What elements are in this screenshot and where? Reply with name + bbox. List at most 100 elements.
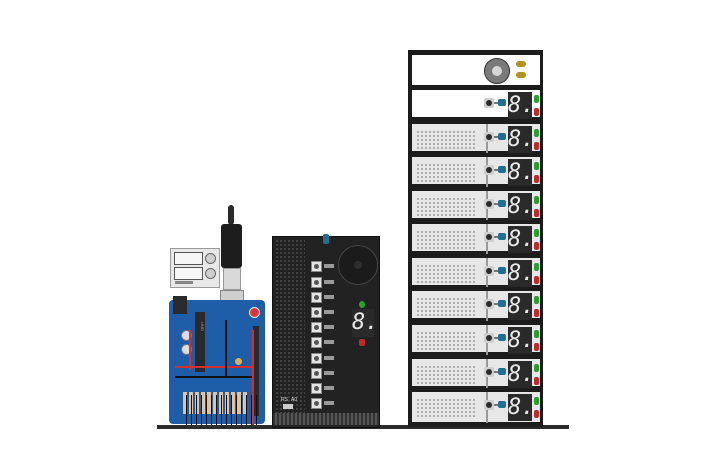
led-green — [359, 301, 365, 308]
push-button[interactable] — [484, 199, 494, 209]
seven-segment-display: 8. — [508, 159, 535, 186]
display-module[interactable]: 8. — [412, 321, 540, 356]
wire-red — [175, 366, 253, 368]
push-button[interactable] — [484, 266, 494, 276]
led-red — [534, 377, 539, 385]
chip — [195, 312, 205, 372]
push-button[interactable] — [484, 299, 494, 309]
connector-gold — [516, 61, 526, 67]
push-button[interactable] — [311, 368, 322, 379]
led-red — [534, 108, 539, 116]
footer-label-rs: RS — [281, 397, 288, 403]
usb-plug[interactable] — [221, 224, 242, 268]
led-green — [534, 330, 539, 338]
push-button[interactable] — [484, 367, 494, 377]
display-module[interactable]: 8. — [412, 388, 540, 423]
led-red — [534, 276, 539, 284]
power-jack — [173, 296, 187, 314]
led-green — [534, 229, 539, 237]
cap-top — [323, 234, 329, 244]
chip-label: UNO — [200, 322, 205, 331]
display-module[interactable]: 8. — [412, 254, 540, 289]
button-cap — [498, 200, 506, 207]
push-button[interactable] — [311, 277, 322, 288]
led-red — [534, 343, 539, 351]
button-cap — [498, 99, 506, 106]
wire-red — [252, 330, 254, 425]
display-module[interactable]: 8. — [412, 220, 540, 255]
wire-black — [175, 376, 253, 378]
lcd-screen-bottom — [174, 267, 203, 280]
push-button[interactable] — [311, 353, 322, 364]
push-button[interactable] — [311, 261, 322, 272]
capacitor-icon — [181, 330, 192, 341]
button-cap — [498, 267, 506, 274]
led-red — [534, 242, 539, 250]
usb-connector — [223, 268, 241, 290]
push-button[interactable] — [311, 383, 322, 394]
led-red — [534, 410, 539, 418]
lcd-module[interactable] — [170, 248, 220, 288]
push-button[interactable] — [311, 398, 322, 409]
push-button[interactable] — [311, 337, 322, 348]
footer-label-a0: A0 — [291, 397, 298, 403]
reset-button[interactable] — [249, 307, 260, 318]
led-green — [534, 129, 539, 137]
knob-icon[interactable] — [205, 268, 216, 279]
button-cap — [498, 401, 506, 408]
lcd-pins — [175, 281, 193, 284]
seven-segment-display: 8. — [508, 293, 535, 320]
seven-segment-display: 8. — [508, 226, 535, 253]
button-cap — [498, 334, 506, 341]
seven-segment-display: 8. — [508, 327, 535, 354]
button-cap — [498, 300, 506, 307]
rack-top-panel — [412, 55, 540, 85]
push-button[interactable] — [484, 98, 494, 108]
display-module[interactable]: 8. — [412, 120, 540, 155]
wire-black — [225, 320, 227, 376]
display-module[interactable]: 8. — [412, 153, 540, 188]
led-green — [534, 196, 539, 204]
push-button[interactable] — [311, 307, 322, 318]
led-green — [534, 296, 539, 304]
usb-cable[interactable] — [228, 205, 234, 225]
breadboard-holes — [275, 239, 305, 415]
led-red — [534, 209, 539, 217]
push-button[interactable] — [484, 232, 494, 242]
button-cap — [498, 166, 506, 173]
knob-icon[interactable] — [205, 253, 216, 264]
led-red — [534, 175, 539, 183]
display-module[interactable]: 8. — [412, 355, 540, 390]
push-button[interactable] — [484, 400, 494, 410]
pin-strip — [273, 413, 379, 425]
connector-gold — [516, 72, 526, 78]
button-cap — [498, 233, 506, 240]
display-module[interactable]: 8. — [412, 187, 540, 222]
seven-segment-display: 8. — [508, 260, 535, 287]
wire-red — [189, 330, 191, 370]
seven-segment-display: 8. — [352, 309, 379, 337]
seven-segment-display: 8. — [508, 92, 535, 119]
display-module[interactable]: 8. — [412, 287, 540, 322]
led-green — [534, 162, 539, 170]
led-green — [534, 95, 539, 103]
push-button[interactable] — [311, 322, 322, 333]
seven-segment-display: 8. — [508, 193, 535, 220]
small-switch[interactable] — [283, 404, 293, 409]
led-red — [359, 339, 365, 346]
push-button[interactable] — [484, 165, 494, 175]
push-button[interactable] — [311, 292, 322, 303]
led-green — [534, 397, 539, 405]
push-button[interactable] — [484, 333, 494, 343]
seven-segment-display: 8. — [508, 361, 535, 388]
buzzer-icon[interactable] — [338, 245, 378, 285]
display-module[interactable]: 8. — [412, 86, 540, 119]
led-icon — [235, 358, 242, 365]
shield-board[interactable]: 8. RS A0 — [272, 234, 380, 428]
button-cap — [498, 368, 506, 375]
led-green — [534, 263, 539, 271]
led-red — [534, 142, 539, 150]
speaker-icon[interactable] — [484, 58, 510, 84]
push-button[interactable] — [484, 132, 494, 142]
header-pins — [253, 326, 259, 416]
